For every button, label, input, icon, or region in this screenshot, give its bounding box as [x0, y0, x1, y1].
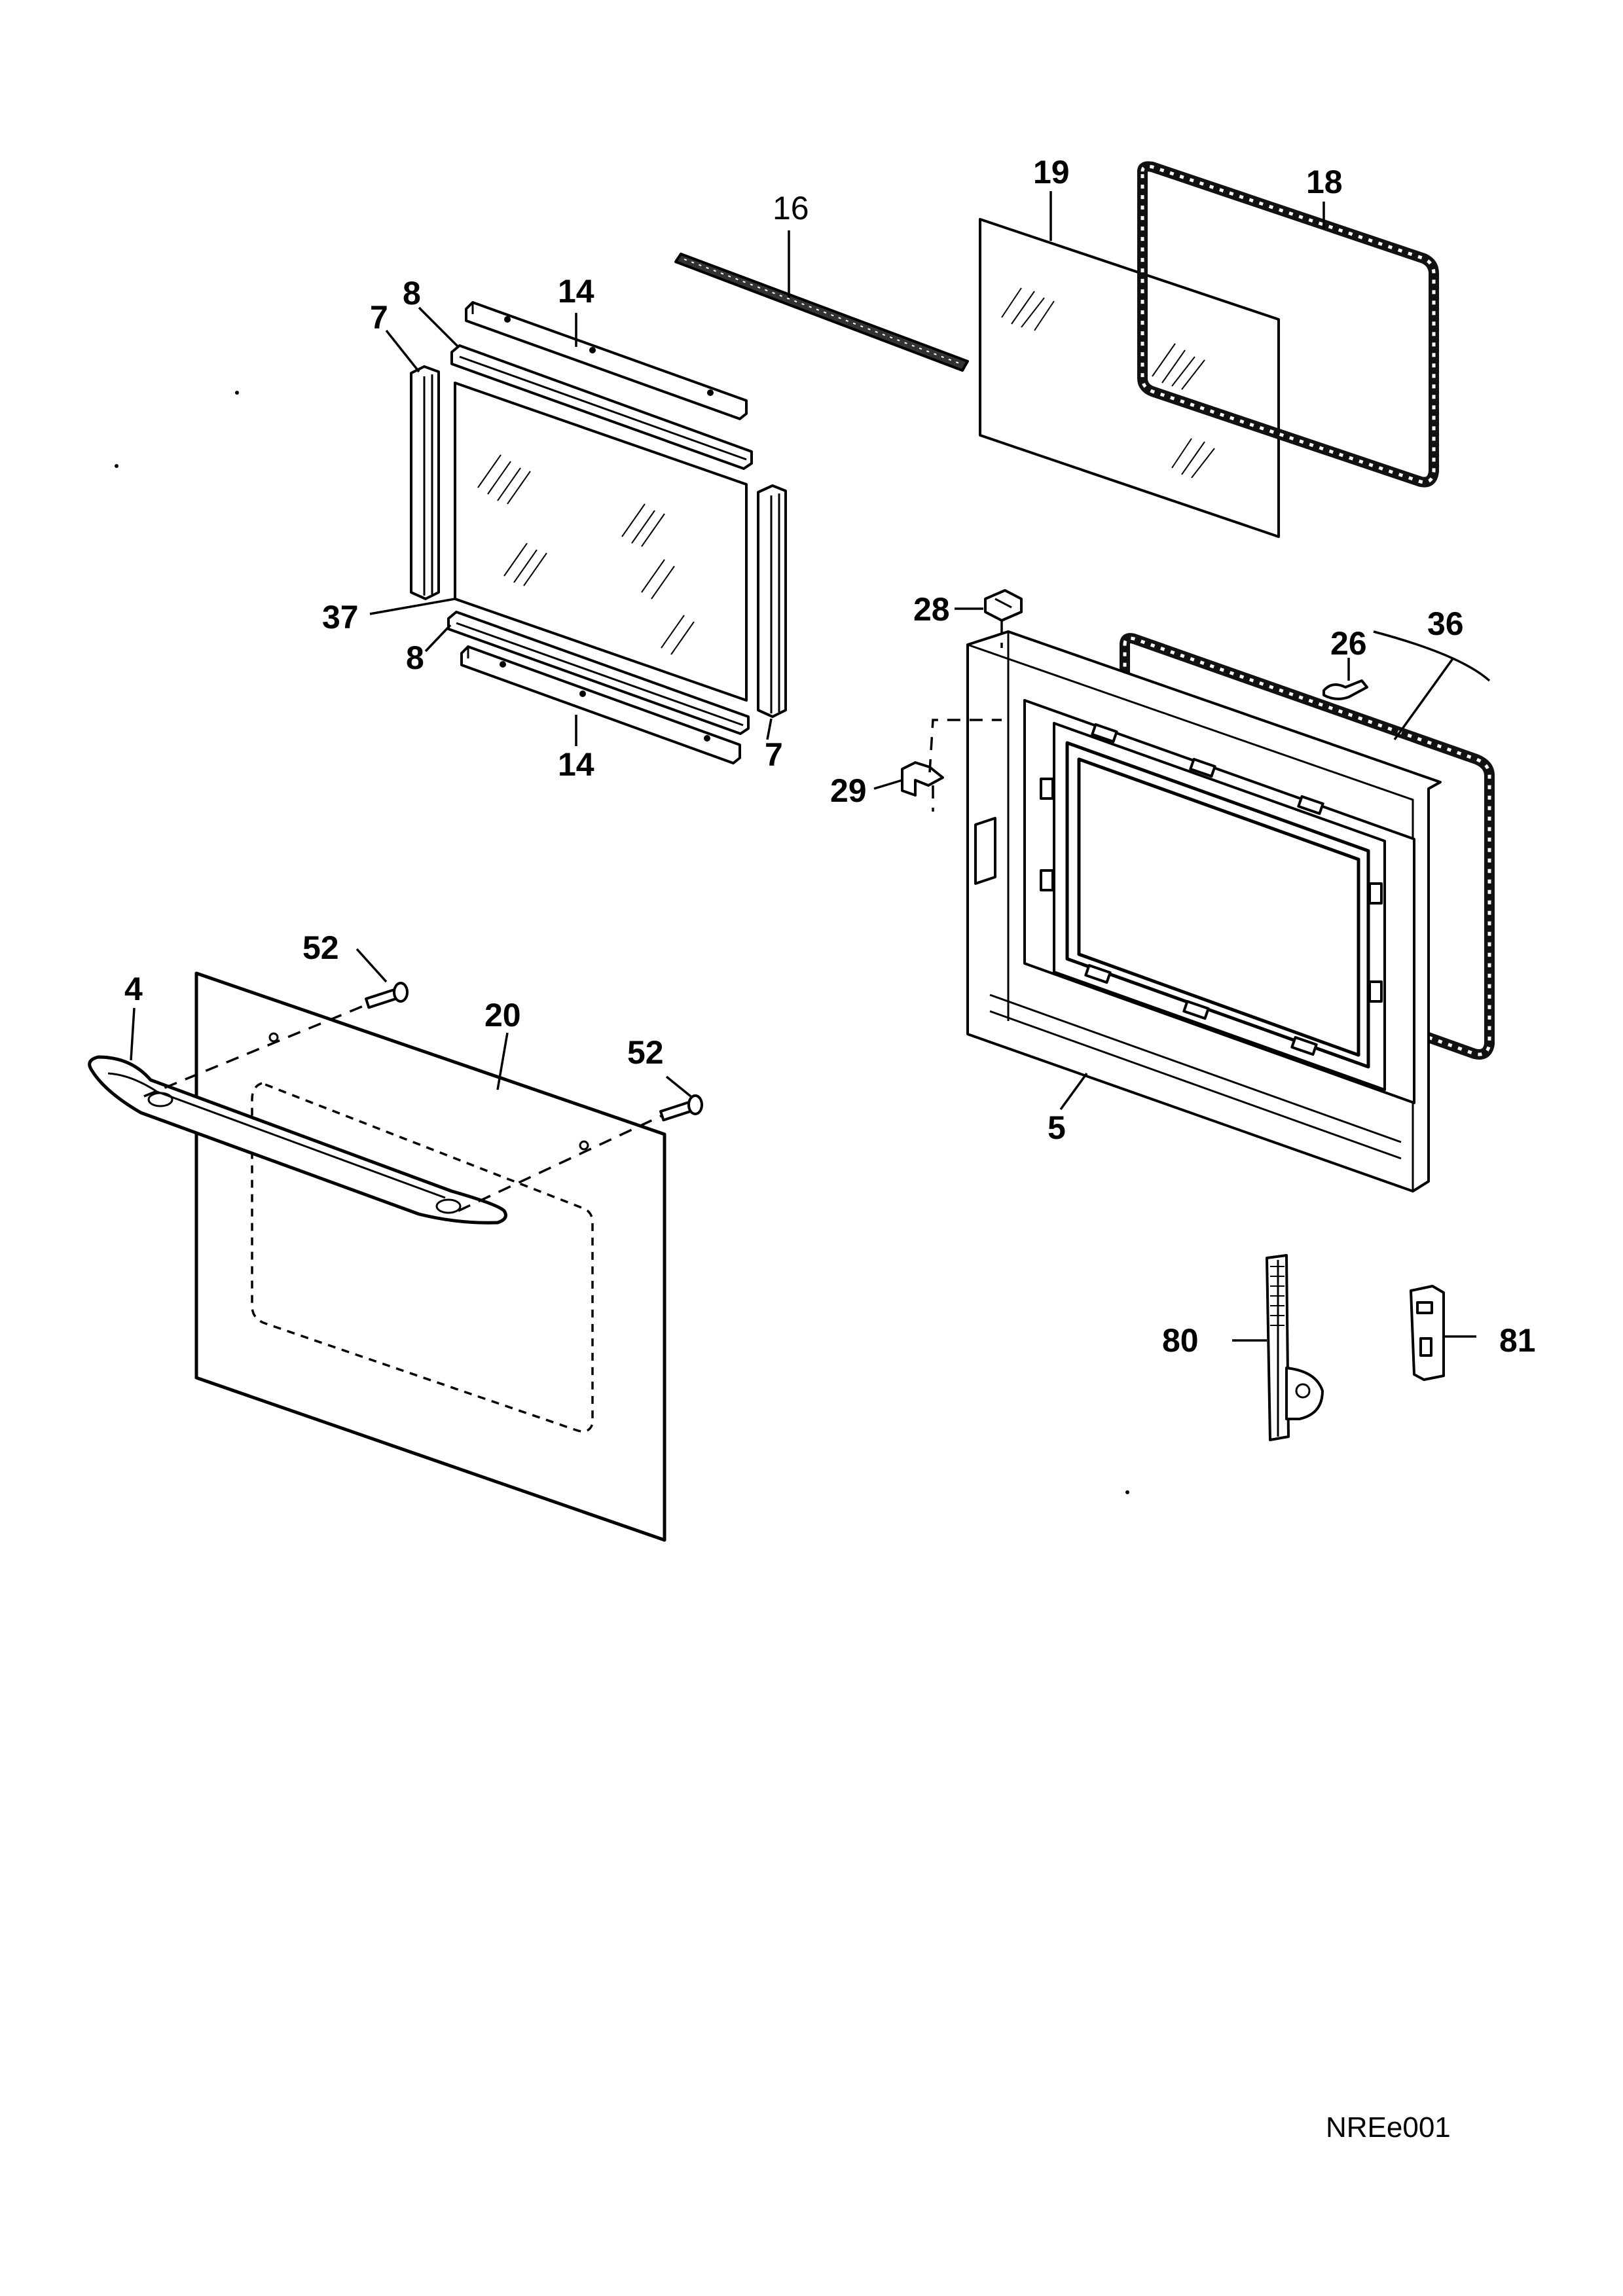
leader-lines	[130, 191, 1491, 1342]
part-19-glass-pane	[979, 218, 1280, 538]
part-5-inner-door-frame	[966, 630, 1442, 1193]
label-20: 20	[484, 997, 521, 1033]
label-5: 5	[1048, 1109, 1066, 1146]
label-4: 4	[124, 971, 143, 1007]
part-7-right-channel	[757, 484, 787, 718]
label-81: 81	[1499, 1322, 1536, 1359]
label-26: 26	[1330, 625, 1367, 662]
label-14-top: 14	[558, 273, 594, 310]
label-36: 36	[1427, 605, 1464, 642]
part-26-clip	[1322, 679, 1368, 700]
part-52-screw-left	[365, 982, 409, 1009]
part-14-top-rail	[465, 301, 748, 420]
label-19: 19	[1033, 154, 1070, 190]
label-28: 28	[913, 591, 950, 628]
label-18: 18	[1306, 164, 1343, 200]
part-80-hinge	[1266, 1254, 1324, 1441]
label-8-top: 8	[403, 275, 421, 312]
part-7-left-channel	[410, 365, 440, 600]
label-8-bottom: 8	[406, 639, 424, 676]
label-80: 80	[1162, 1322, 1199, 1359]
part-8-top-channel	[450, 344, 753, 470]
part-81-hinge-receiver	[1410, 1285, 1445, 1381]
label-37: 37	[322, 599, 359, 636]
label-7-right: 7	[765, 736, 783, 773]
label-16: 16	[773, 190, 809, 226]
part-29-bracket	[901, 761, 944, 797]
part-8-bottom-channel	[447, 611, 750, 735]
drawing-code: NREe001	[1326, 2111, 1451, 2144]
label-52-left: 52	[302, 929, 339, 966]
label-52-right: 52	[627, 1034, 664, 1071]
label-7-left: 7	[370, 299, 388, 336]
part-37-inner-glass	[454, 382, 748, 702]
part-16-strip	[674, 253, 969, 372]
part-28-clip	[984, 589, 1023, 622]
label-14-bottom: 14	[558, 746, 594, 783]
part-14-bottom-rail	[460, 645, 741, 764]
part-18-door-gasket	[1137, 161, 1439, 488]
label-29: 29	[830, 772, 867, 809]
part-number-labels: 16 19 18 14 8 7 37 8 14 7 28 26 36 29 5 …	[124, 154, 1536, 1359]
part-4-door-handle	[88, 1055, 507, 1225]
part-52-screw-right	[659, 1094, 703, 1122]
part-20-outer-door-panel	[194, 971, 666, 1542]
